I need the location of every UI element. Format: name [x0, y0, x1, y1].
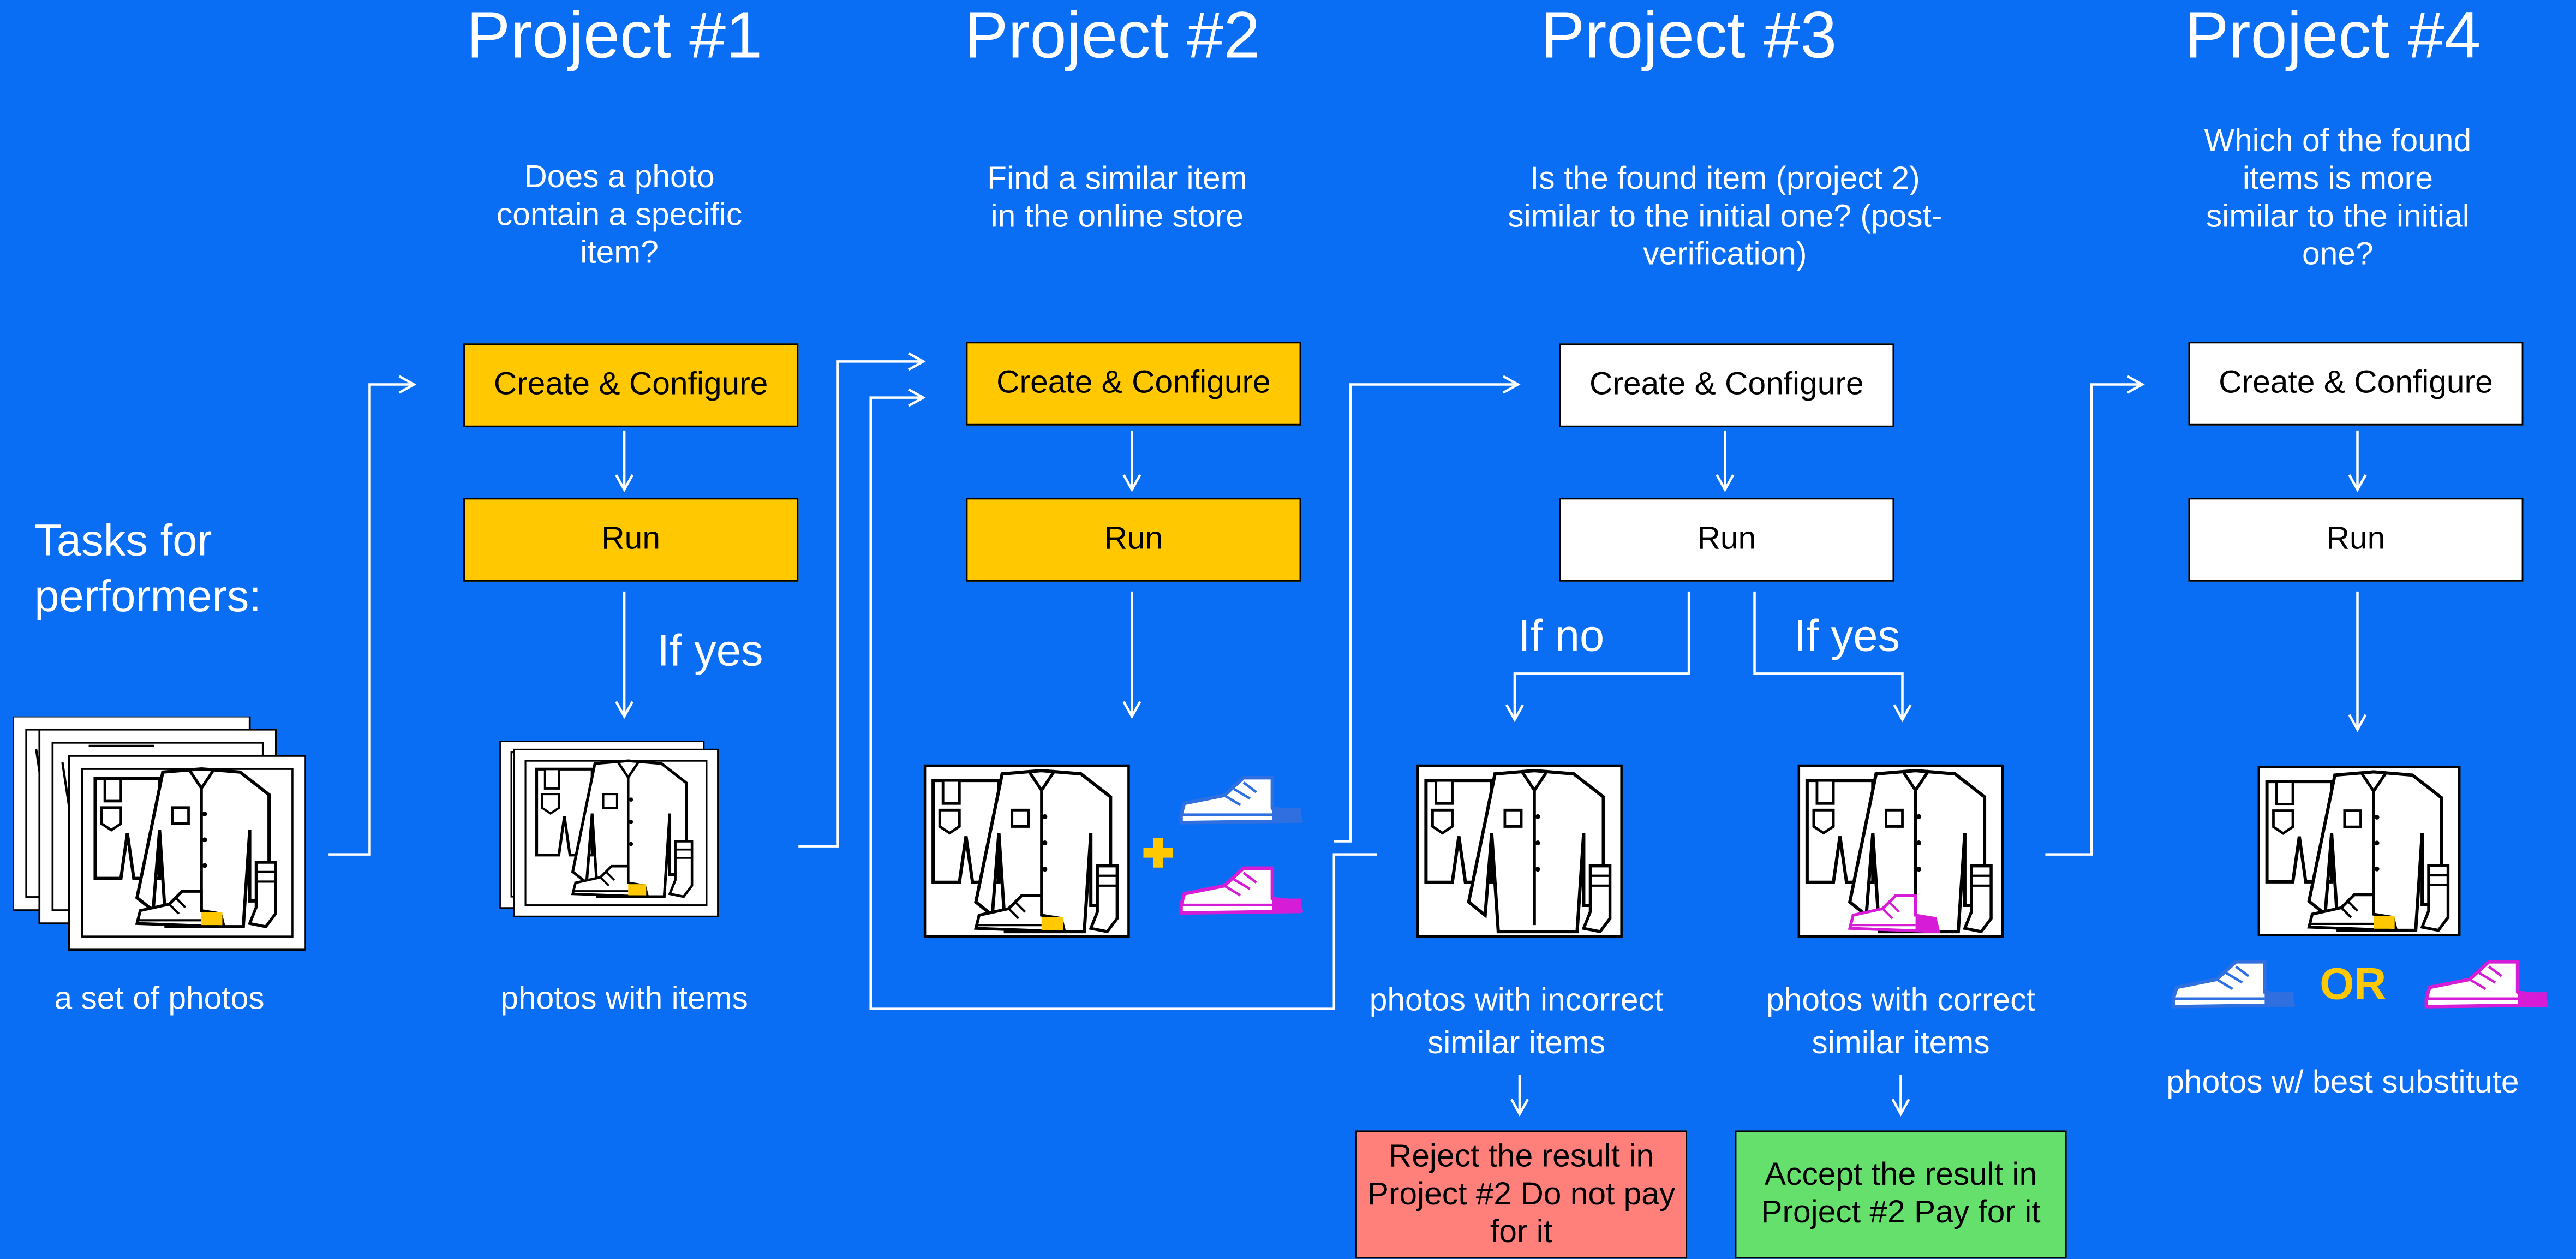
p3-create-configure-box: Create & Configure — [1559, 343, 1894, 427]
project-1-title: Project #1 — [466, 0, 763, 73]
project-2-title: Project #2 — [964, 0, 1260, 73]
p1-run-label: Run — [601, 521, 661, 557]
p1-result-label: photos with items — [500, 981, 748, 1017]
project-3-question: Is the found item (project 2) similar to… — [1508, 161, 1943, 273]
p3-create-label: Create & Configure — [1589, 366, 1864, 403]
photo-stack-set — [12, 715, 307, 953]
p3-correct-label: photos with correct similar items — [1766, 982, 2035, 1061]
p4-run-label: Run — [2326, 521, 2386, 557]
p1-branch-if-yes: If yes — [657, 626, 763, 676]
plus-icon — [1143, 834, 1173, 870]
p3-incorrect-photo — [1416, 764, 1623, 938]
accept-box: Accept the result in Project #2 Pay for … — [1735, 1130, 2067, 1259]
p1-create-label: Create & Configure — [493, 366, 768, 403]
p2-clothes-photo — [923, 764, 1130, 938]
arrow-set-to-p1 — [328, 375, 417, 856]
p3-branch-if-no: If no — [1517, 611, 1605, 661]
shoe-icon-blue-p2 — [1176, 772, 1305, 828]
shoe-icon-magenta-p4 — [2422, 956, 2550, 1012]
arrow-p1-to-p2 — [798, 352, 926, 848]
p1-create-configure-box: Create & Configure — [463, 343, 799, 427]
p4-create-configure-box: Create & Configure — [2188, 342, 2524, 426]
reject-label: Reject the result in Project #2 Do not p… — [1367, 1137, 1676, 1250]
arrow-p2-to-p3 — [1334, 375, 1521, 843]
p3-incorrect-label: photos with incorrect similar items — [1369, 982, 1664, 1061]
p2-run-box: Run — [966, 498, 1301, 582]
p2-create-label: Create & Configure — [996, 365, 1271, 401]
accept-label: Accept the result in Project #2 Pay for … — [1761, 1156, 2041, 1231]
p4-or-label: OR — [2320, 959, 2387, 1009]
project-1-question: Does a photo contain a specific item? — [496, 159, 743, 271]
arrow-p3-if-no — [1505, 591, 1690, 723]
project-2-question: Find a similar item in the online store — [987, 161, 1247, 235]
arrow-p3-if-yes — [1753, 591, 1912, 723]
p4-result-label: photos w/ best substitute — [2166, 1064, 2519, 1101]
shoe-icon-blue-p4 — [2168, 956, 2297, 1012]
project-4-title: Project #4 — [2185, 0, 2481, 73]
p3-correct-photo — [1797, 764, 2004, 938]
project-4-question: Which of the found items is more similar… — [2204, 123, 2472, 273]
arrow-feedback-loop — [869, 388, 1377, 1010]
shoe-icon-magenta-p2 — [1176, 863, 1305, 918]
photo-stack-items — [499, 740, 752, 945]
project-3-title: Project #3 — [1540, 0, 1837, 73]
p2-run-label: Run — [1104, 521, 1163, 557]
p3-branch-if-yes: If yes — [1794, 611, 1900, 661]
set-of-photos-label: a set of photos — [54, 981, 265, 1017]
p3-run-label: Run — [1697, 521, 1756, 557]
p1-run-box: Run — [463, 498, 799, 582]
intro-heading: Tasks for performers: — [34, 516, 261, 622]
reject-box: Reject the result in Project #2 Do not p… — [1355, 1130, 1688, 1259]
p3-run-box: Run — [1559, 498, 1894, 582]
p4-create-label: Create & Configure — [2219, 365, 2493, 401]
p4-run-box: Run — [2188, 498, 2524, 582]
p4-clothes-photo — [2257, 764, 2461, 938]
arrow-p3-to-p4 — [2045, 375, 2145, 856]
p2-create-configure-box: Create & Configure — [966, 342, 1301, 426]
